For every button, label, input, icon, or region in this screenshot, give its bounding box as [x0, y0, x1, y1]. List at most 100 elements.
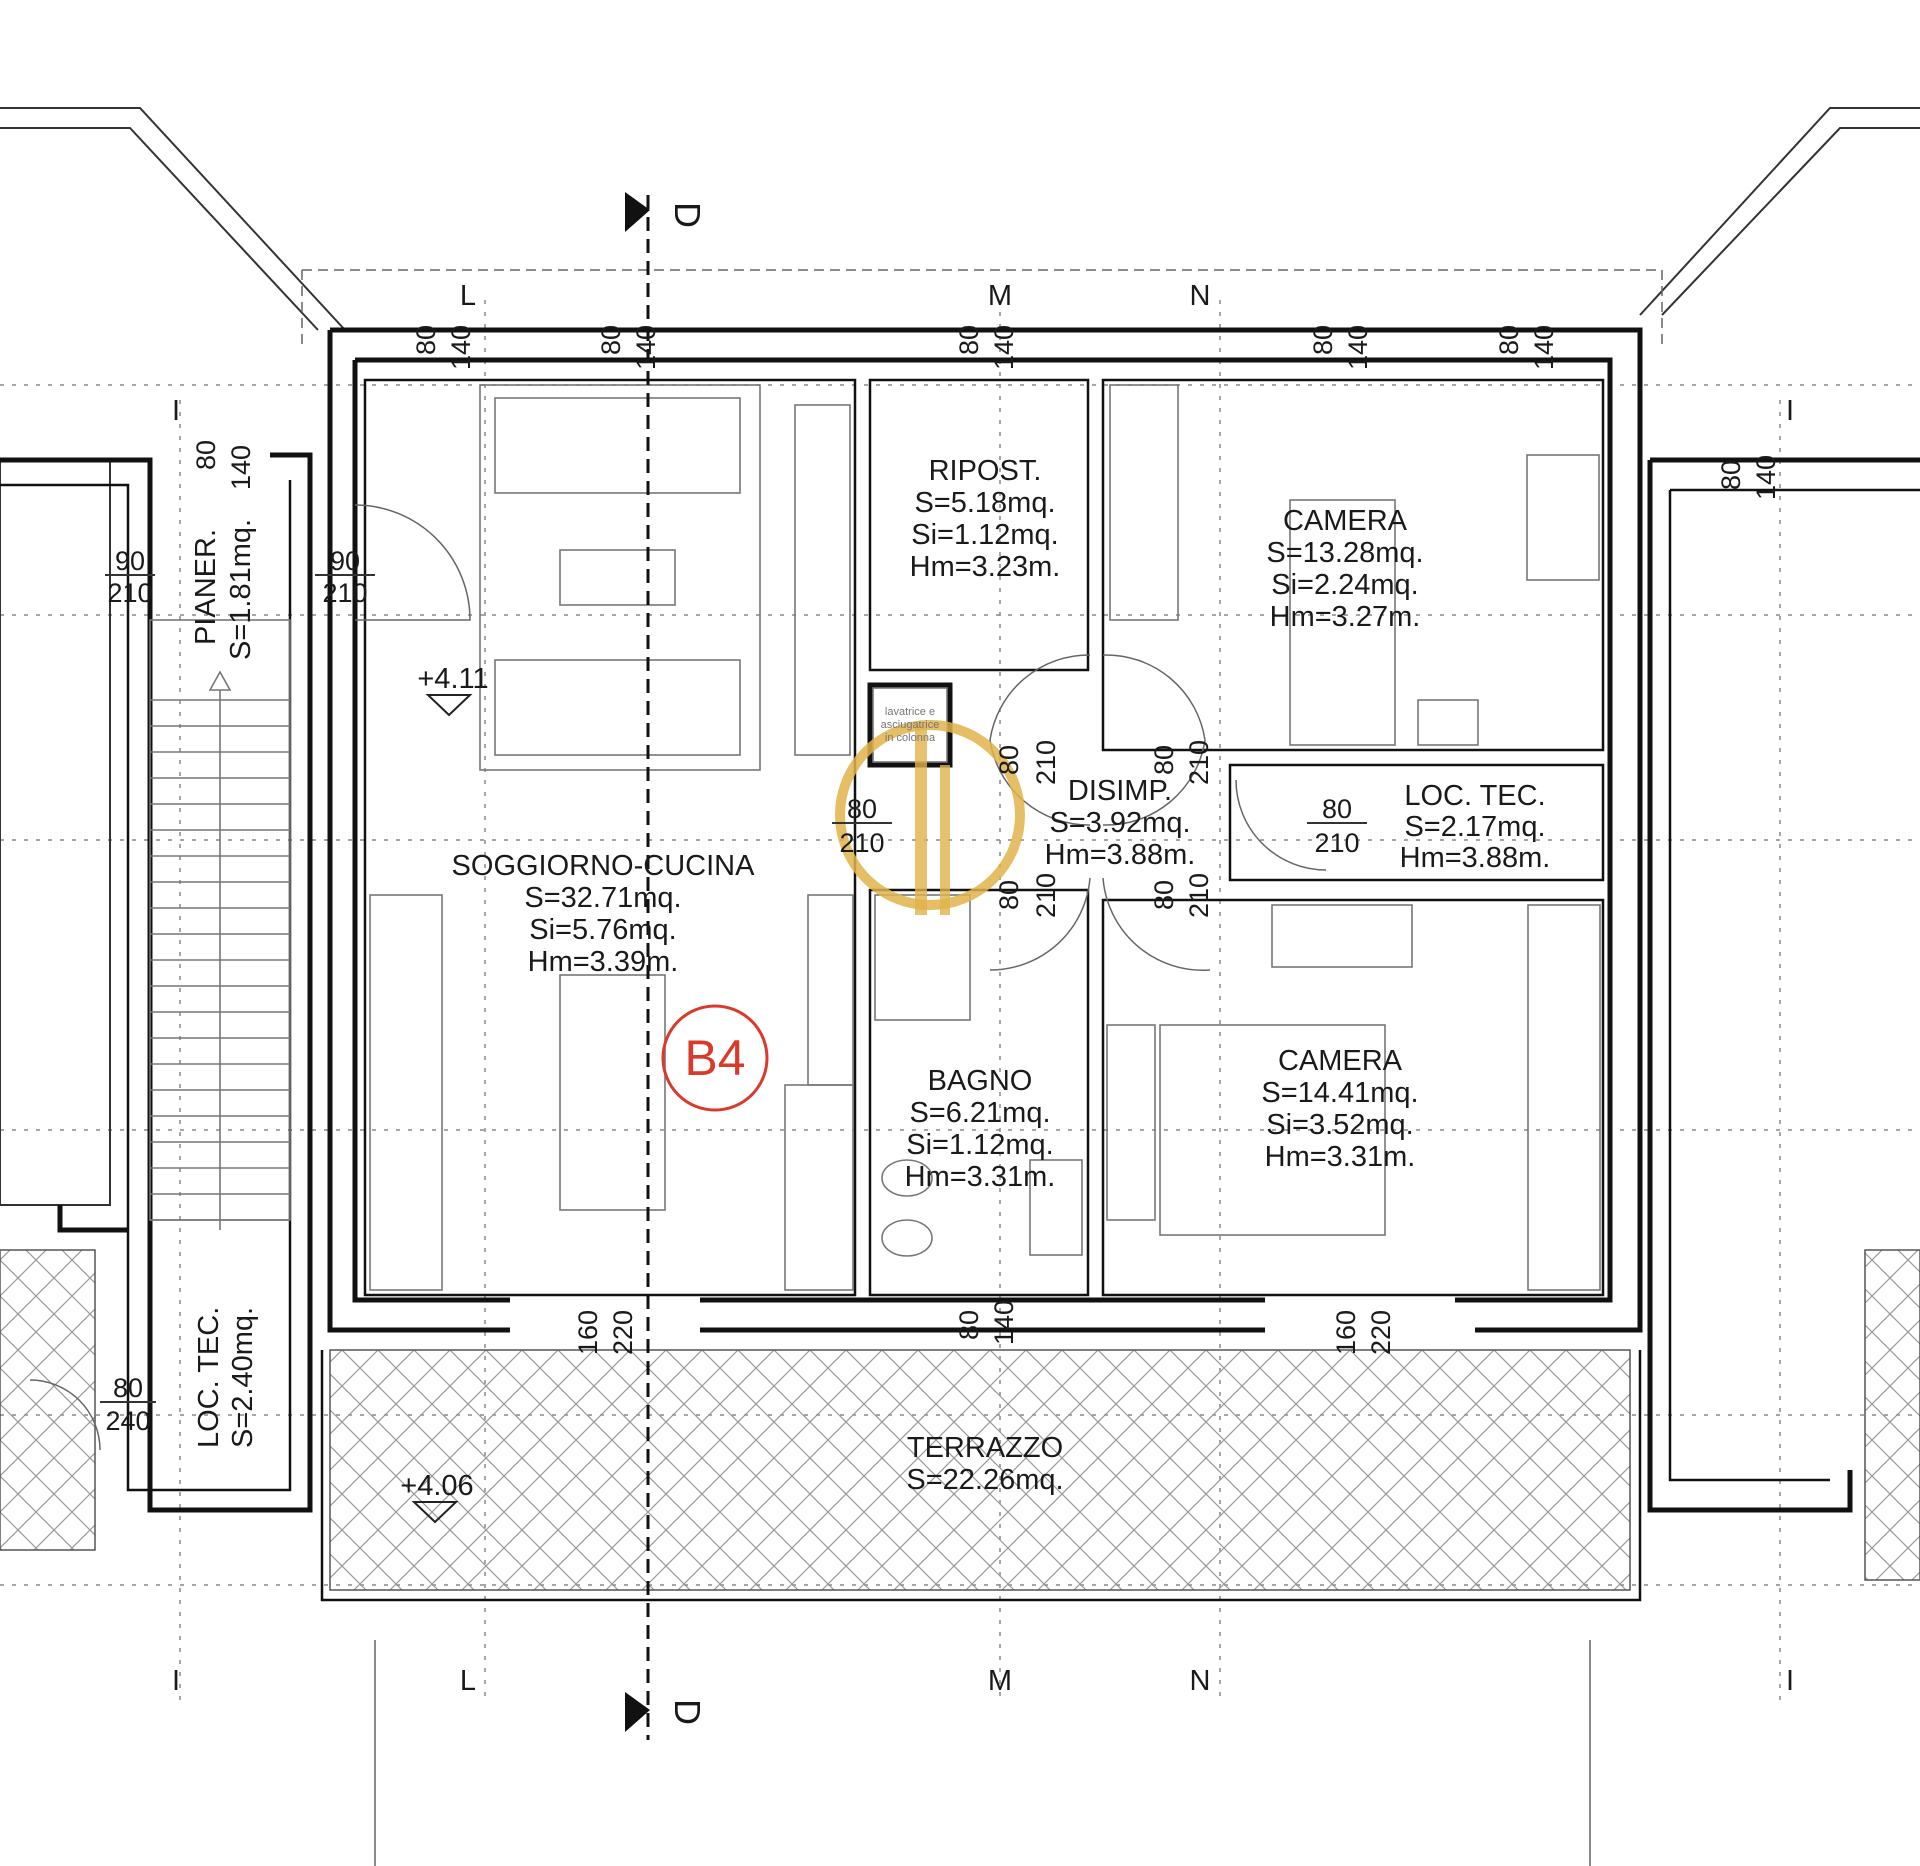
section-label-top: D	[667, 202, 708, 228]
window-width: 80	[1494, 325, 1524, 355]
door-labels-rotated: 80 210 80 210 80 210 80 210 160 220 80 1…	[573, 740, 1396, 1355]
door-width: 80	[1149, 745, 1179, 775]
room-area: S=32.71mq.	[524, 882, 681, 914]
window-width: 80	[191, 440, 221, 470]
room-height: Hm=3.27m.	[1270, 601, 1421, 633]
axis-label: N	[1190, 280, 1211, 312]
room-height: Hm=3.88m.	[1400, 842, 1551, 874]
room-disimp: DISIMP. S=3.92mq. Hm=3.88m.	[1045, 775, 1196, 871]
window-height: 140	[226, 445, 256, 490]
room-area: S=5.18mq.	[914, 487, 1055, 519]
room-area: S=13.28mq.	[1266, 537, 1423, 569]
door-width: 80	[1322, 794, 1352, 824]
level-value: +4.11	[417, 663, 488, 695]
window-height: 140	[631, 325, 661, 370]
window-height: 140	[1343, 325, 1373, 370]
window-width: 80	[954, 325, 984, 355]
stair-steps	[150, 670, 290, 1230]
door-width: 160	[1331, 1310, 1361, 1355]
stair-block	[0, 452, 313, 1551]
room-height: Hm=3.88m.	[1045, 839, 1196, 871]
section-line	[625, 192, 650, 1740]
axis-labels-top: I L M N I	[172, 280, 1794, 427]
room-name: PIANER.	[190, 529, 222, 645]
room-height: Hm=3.31m.	[1265, 1141, 1416, 1173]
appliance-note: lavatrice e asciugatrice in colonna	[881, 706, 940, 744]
door-height: 210	[107, 578, 152, 608]
level-marker-terrace: +4.06	[400, 1470, 474, 1524]
door-height: 210	[1184, 873, 1214, 918]
axis-label: L	[460, 1665, 476, 1697]
unit-code-badge: B4	[661, 1004, 769, 1112]
door-labels: 90 210 90 210 80 210 80 210 80 240	[100, 546, 1367, 1436]
svg-text:in colonna: in colonna	[885, 732, 936, 744]
room-terrazzo: TERRAZZO S=22.26mq.	[906, 1432, 1063, 1496]
room-name: TERRAZZO	[907, 1432, 1063, 1464]
room-area: S=2.40mq.	[227, 1307, 259, 1448]
room-height: Hm=3.23m.	[910, 551, 1061, 583]
room-area: S=22.26mq.	[906, 1464, 1063, 1496]
door-height: 210	[1314, 828, 1359, 858]
door-width: 90	[115, 546, 145, 576]
door-swings	[354, 504, 1327, 972]
level-value: +4.06	[400, 1470, 473, 1502]
room-camera-1: CAMERA S=13.28mq. Si=2.24mq. Hm=3.27m.	[1266, 505, 1423, 633]
svg-text:asciugatrice: asciugatrice	[881, 719, 940, 731]
room-height: Hm=3.39m.	[528, 946, 679, 978]
door-width: 80	[994, 745, 1024, 775]
room-area: S=3.92mq.	[1049, 807, 1190, 839]
room-pianer: PIANER. S=1.81mq.	[190, 519, 257, 660]
door-width: 80	[994, 880, 1024, 910]
door-height: 220	[1366, 1310, 1396, 1355]
room-internal-area: Si=1.12mq.	[906, 1129, 1054, 1161]
axis-label: I	[1786, 1665, 1794, 1697]
room-name: DISIMP.	[1068, 775, 1172, 807]
room-camera-2: CAMERA S=14.41mq. Si=3.52mq. Hm=3.31m.	[1261, 1045, 1418, 1173]
window-width: 80	[411, 325, 441, 355]
window-height: 140	[1529, 325, 1559, 370]
window-height: 140	[446, 325, 476, 370]
window-width: 80	[596, 325, 626, 355]
room-name: CAMERA	[1283, 505, 1408, 537]
door-height: 240	[105, 1406, 150, 1436]
room-name: LOC. TEC.	[1404, 780, 1545, 812]
axis-label: I	[172, 1665, 180, 1697]
window-width: 80	[1308, 325, 1338, 355]
room-internal-area: Si=5.76mq.	[529, 914, 677, 946]
window-height: 140	[989, 1300, 1019, 1345]
room-name: BAGNO	[928, 1065, 1033, 1097]
door-height: 210	[1031, 740, 1061, 785]
interior-walls	[363, 378, 1605, 1297]
axis-label: N	[1190, 1665, 1211, 1697]
room-name: CAMERA	[1278, 1045, 1403, 1077]
axis-label: M	[988, 1665, 1012, 1697]
room-height: Hm=3.31m.	[905, 1161, 1056, 1193]
room-ripost: RIPOST. S=5.18mq. Si=1.12mq. Hm=3.23m.	[910, 455, 1061, 583]
window-height: 140	[1751, 455, 1781, 500]
right-unit	[1647, 457, 1920, 1581]
door-width: 90	[330, 546, 360, 576]
door-height: 210	[1031, 873, 1061, 918]
window-width: 80	[954, 1310, 984, 1340]
axis-label: I	[172, 395, 180, 427]
room-internal-area: Si=1.12mq.	[911, 519, 1059, 551]
room-name: LOC. TEC.	[193, 1307, 225, 1448]
room-area: S=6.21mq.	[909, 1097, 1050, 1129]
door-width: 80	[113, 1373, 143, 1403]
room-area: S=14.41mq.	[1261, 1077, 1418, 1109]
room-bagno: BAGNO S=6.21mq. Si=1.12mq. Hm=3.31m.	[905, 1065, 1056, 1193]
window-width: 80	[1716, 460, 1746, 490]
window-height: 140	[989, 325, 1019, 370]
room-soggiorno: SOGGIORNO-CUCINA S=32.71mq. Si=5.76mq. H…	[452, 850, 756, 978]
axis-label: L	[460, 280, 476, 312]
room-name: RIPOST.	[929, 455, 1042, 487]
room-name: SOGGIORNO-CUCINA	[452, 850, 756, 882]
door-height: 210	[839, 828, 884, 858]
svg-text:lavatrice e: lavatrice e	[885, 706, 935, 718]
room-area: S=1.81mq.	[225, 519, 257, 660]
room-internal-area: Si=3.52mq.	[1266, 1109, 1414, 1141]
room-area: S=2.17mq.	[1404, 811, 1545, 843]
door-width: 80	[1149, 880, 1179, 910]
room-internal-area: Si=2.24mq.	[1271, 569, 1419, 601]
door-height: 210	[1184, 740, 1214, 785]
